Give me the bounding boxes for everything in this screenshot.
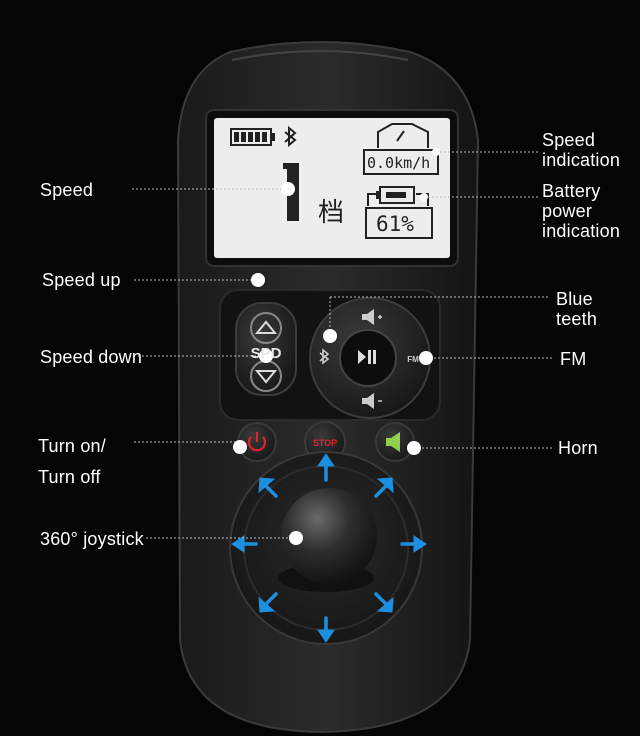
lcd-speedometer-icon <box>377 123 429 148</box>
speed-up-button <box>250 312 282 344</box>
label-battery-line3: indication <box>542 221 621 241</box>
label-turn-on: Turn on/ <box>38 436 106 456</box>
label-speed: Speed <box>40 180 94 200</box>
arrow-up-icon <box>317 453 335 482</box>
label-speed-down: Speed down <box>40 347 143 367</box>
arrow-up-right-icon <box>374 477 394 498</box>
arrow-down-icon <box>317 616 335 643</box>
lcd-speed-readout: 0.0km/h <box>367 154 430 172</box>
chevron-up-icon <box>254 320 278 334</box>
power-icon <box>247 432 267 452</box>
ring-bluetooth-icon <box>319 348 330 365</box>
lcd-battery-icon <box>367 186 429 206</box>
arrow-right-icon <box>400 535 427 553</box>
lcd-battery-percent: 61% <box>376 212 414 236</box>
stop-label: STOP <box>313 438 337 448</box>
label-battery-line2: power <box>542 201 593 221</box>
lcd-battery-bars-icon <box>230 128 275 146</box>
label-bluetooth-line2: teeth <box>556 309 598 329</box>
label-bluetooth-line1: Blue <box>556 289 593 309</box>
callout-dots <box>233 148 440 545</box>
label-speed-indication-line1: Speed <box>542 130 596 150</box>
label-joystick: 360° joystick <box>40 529 144 549</box>
lcd-bluetooth-icon <box>284 125 297 148</box>
label-battery-line1: Battery <box>542 181 601 201</box>
volume-down-icon <box>362 393 382 409</box>
joystick-ball <box>281 488 377 584</box>
arrow-down-right-icon <box>374 592 394 613</box>
label-battery-indication: Battery power indication <box>542 181 620 241</box>
label-fm: FM <box>560 349 587 369</box>
lcd-screen <box>214 118 450 258</box>
arrow-up-left-icon <box>258 477 278 498</box>
volume-up-icon <box>362 309 382 325</box>
label-bluetooth: Blue teeth <box>556 289 597 329</box>
spd-label: SPD <box>251 345 282 362</box>
arrow-left-icon <box>231 535 258 553</box>
label-horn: Horn <box>558 438 598 458</box>
label-speed-indication-line2: indication <box>542 150 621 170</box>
speaker-icon <box>386 432 400 452</box>
fm-button-label: FM <box>407 355 419 364</box>
play-pause-icon <box>358 350 376 364</box>
direction-arrows <box>231 453 427 643</box>
arrow-down-left-icon <box>258 592 278 613</box>
label-speed-up: Speed up <box>42 270 121 290</box>
chevron-down-icon <box>254 370 278 384</box>
label-turn-off: Turn off <box>38 467 101 487</box>
label-speed-indication: Speed indication <box>542 130 620 170</box>
lcd-gear-char: 档 <box>318 198 344 228</box>
